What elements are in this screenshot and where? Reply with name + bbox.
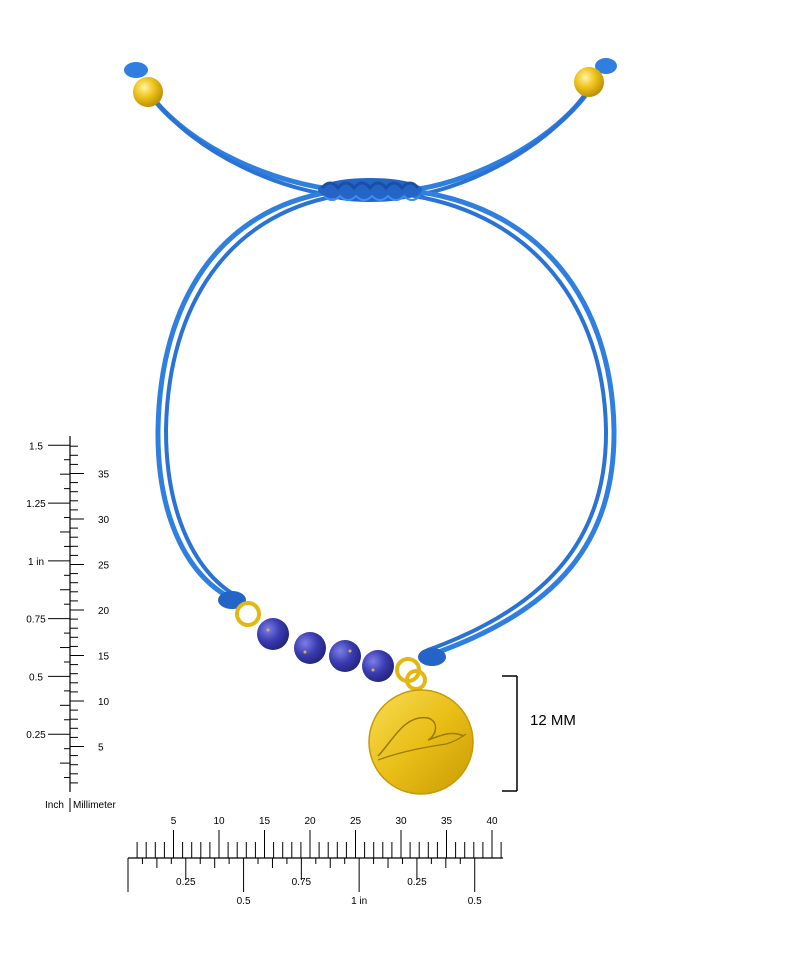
bracelet-cord	[145, 89, 617, 658]
inch-caption: Inch	[45, 800, 64, 811]
bead-knot-left	[218, 591, 261, 627]
mm-tick-label: 40	[486, 816, 498, 827]
mm-tick-label: 35	[98, 470, 110, 481]
mm-tick-label: 10	[213, 816, 225, 827]
bead-knot-right	[395, 648, 446, 683]
inch-tick-label: 1.5	[29, 441, 43, 452]
horizontal-ruler: 5 10 15 20 25 30 35 40 0.25 0.5 0.75 1 in 0.25 0.5	[127, 816, 503, 907]
end-bead-right	[574, 58, 617, 97]
wave-pendant	[368, 669, 474, 795]
mm-tick-label: 15	[259, 816, 271, 827]
inch-tick-label: 1 in	[351, 896, 367, 907]
mm-caption: Millimeter	[73, 800, 116, 811]
dimension-bracket	[502, 675, 518, 792]
inch-tick-label: 0.5	[29, 672, 43, 683]
sliding-knot	[318, 178, 422, 202]
mm-tick-label: 30	[98, 515, 110, 526]
inch-tick-label: 0.5	[468, 896, 482, 907]
mm-tick-label: 25	[350, 816, 362, 827]
dimension-label: 12 MM	[530, 712, 576, 729]
mm-tick-label: 10	[98, 697, 110, 708]
mm-tick-label: 5	[171, 816, 177, 827]
inch-tick-label: 0.75	[26, 615, 46, 626]
mm-tick-label: 15	[98, 652, 110, 663]
mm-tick-label: 5	[98, 743, 104, 754]
mm-tick-label: 20	[304, 816, 316, 827]
inch-tick-label: 1.25	[26, 499, 46, 510]
inch-tick-label: 0.75	[292, 877, 312, 888]
mm-tick-label: 20	[98, 606, 110, 617]
inch-tick-label: 0.5	[237, 896, 251, 907]
mm-tick-label: 35	[441, 816, 453, 827]
mm-tick-label: 25	[98, 561, 110, 572]
inch-tick-label: 0.25	[176, 877, 196, 888]
inch-tick-label: 1 in	[28, 557, 44, 568]
end-bead-left	[124, 62, 163, 107]
mm-tick-label: 30	[395, 816, 407, 827]
wave-engraving	[377, 717, 465, 757]
inch-tick-label: 0.25	[407, 877, 427, 888]
lapis-beads	[257, 618, 394, 682]
inch-tick-label: 0.25	[26, 730, 46, 741]
